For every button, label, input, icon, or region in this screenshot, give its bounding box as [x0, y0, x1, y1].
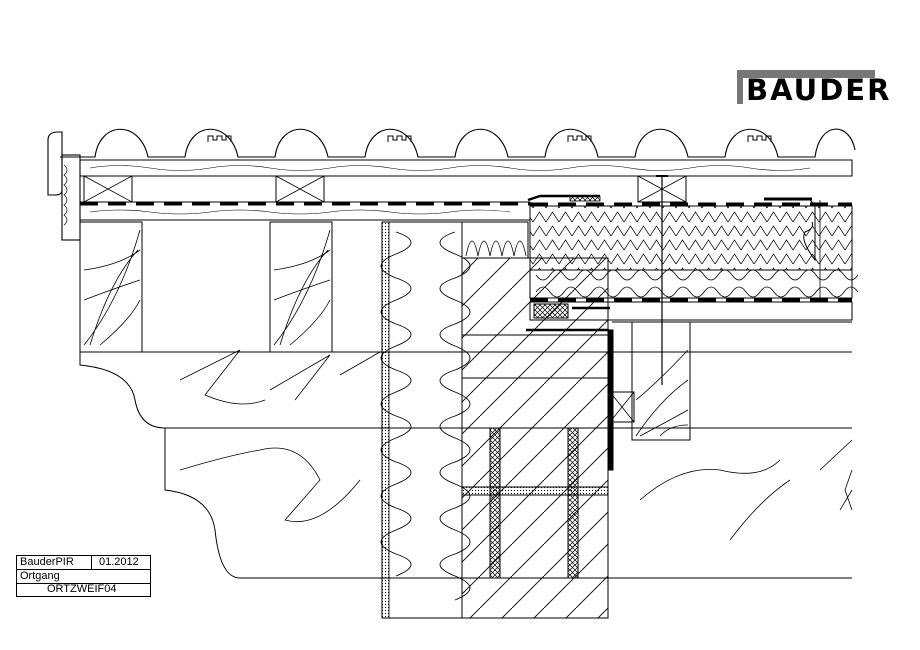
logo-bar [737, 70, 875, 78]
fixing-screw [656, 175, 668, 385]
membranes [80, 194, 852, 302]
title-block: BauderPIR 01.2012 Ortgang ORTZWEIF04 [16, 555, 151, 597]
drawing-id-label: ORTZWEIF04 [47, 583, 117, 595]
wall-insulation [380, 221, 471, 619]
battens [79, 159, 853, 221]
title-block-row-3: ORTZWEIF04 [17, 583, 150, 596]
masonry-wall [461, 221, 614, 619]
date-label: 01.2012 [99, 556, 139, 568]
roof-tiles [60, 128, 856, 161]
verge-tile [47, 131, 81, 241]
title-block-divider [91, 556, 92, 569]
bauder-logo: BAUDER [746, 73, 892, 107]
title-block-row-1: BauderPIR 01.2012 [17, 556, 150, 570]
timber-right [609, 321, 852, 441]
product-label: BauderPIR [20, 556, 74, 568]
timber-rafter-left [79, 221, 333, 353]
title-block-row-2: Ortgang [17, 570, 150, 584]
subject-label: Ortgang [20, 570, 60, 582]
logo-side-bar [737, 78, 743, 104]
